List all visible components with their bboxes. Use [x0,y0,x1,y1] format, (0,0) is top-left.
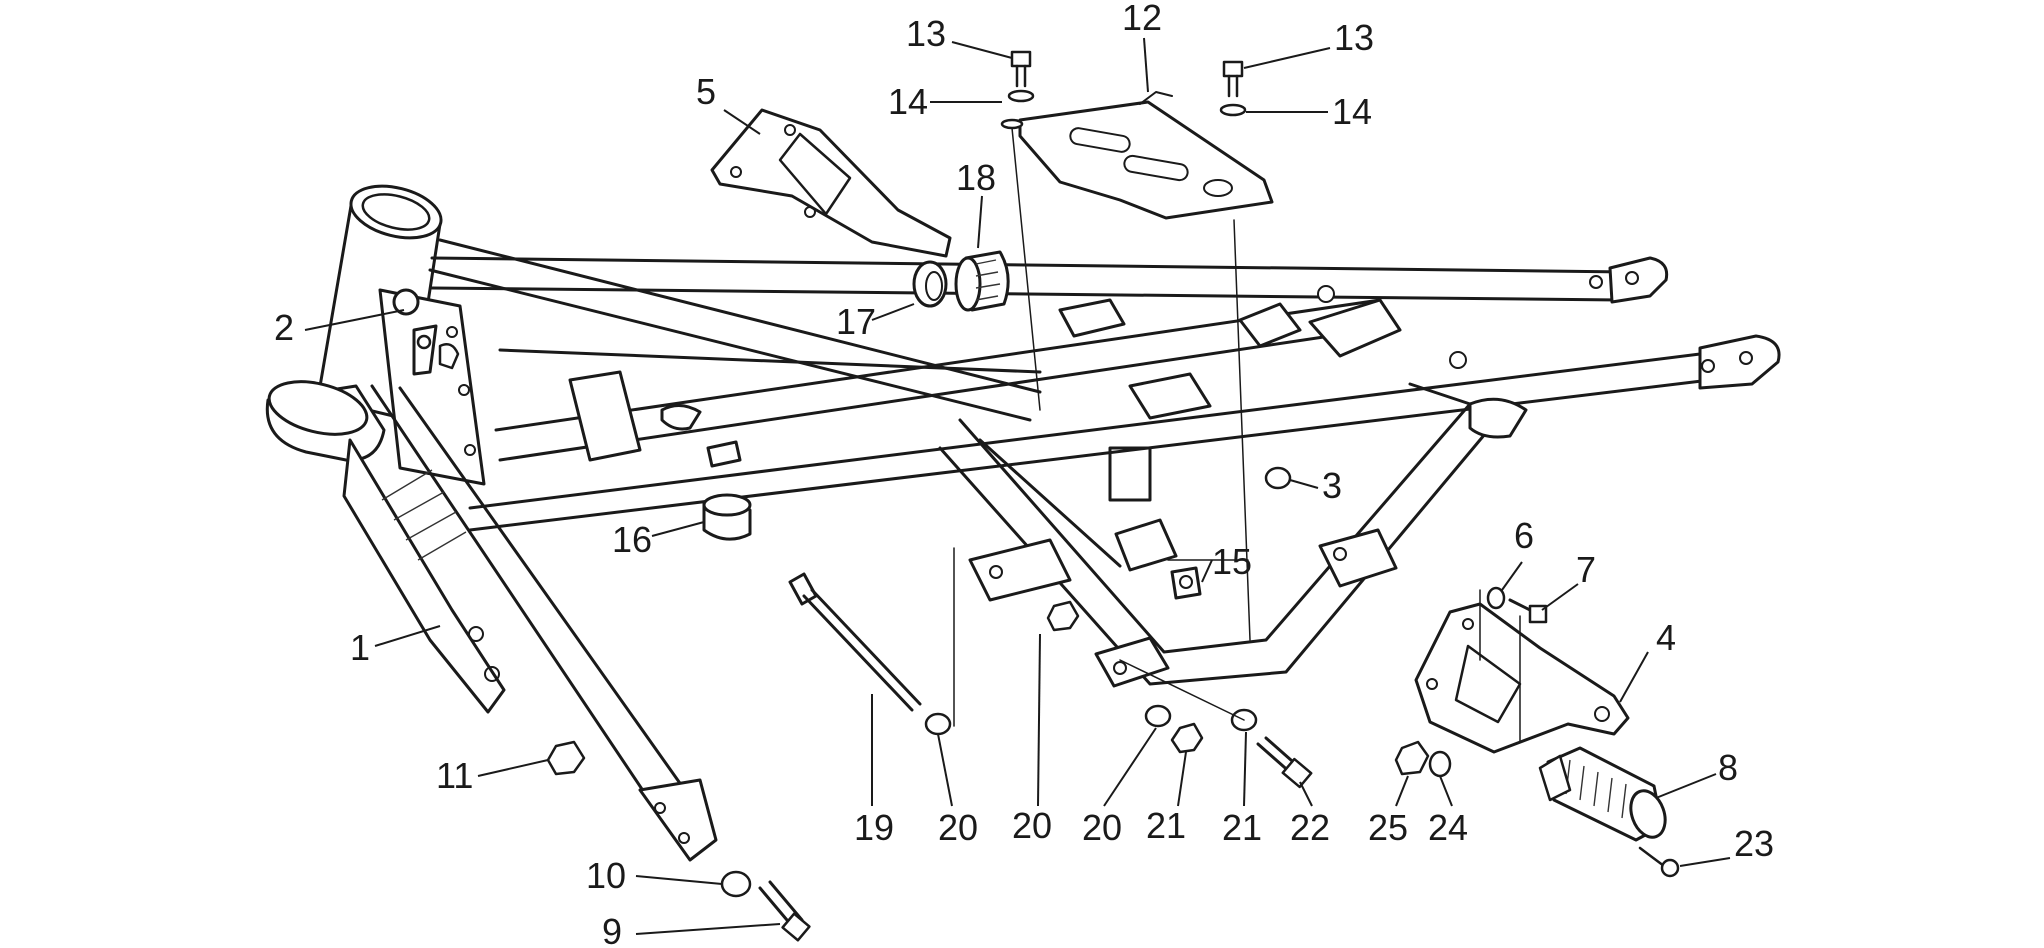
callout-20b: 20 [1082,807,1122,848]
callout-2: 2 [274,307,294,348]
callout-11: 11 [436,755,473,796]
nut-part-3 [1264,466,1292,490]
bolt-7 [1508,598,1548,624]
washer-6 [1486,586,1506,610]
steering-head-tube [265,184,443,462]
ignition-lock-part [392,288,460,376]
bolt-13-right [1219,60,1247,117]
upper-bracket-part [710,108,952,258]
callout-23: 23 [1734,823,1774,864]
bolt-9 [758,880,811,942]
nut-25 [1394,740,1430,776]
callout-16: 16 [612,519,652,560]
callout-21a: 20 [1012,805,1052,846]
callout-14-right: 14 [1332,91,1372,132]
callout-leaders [304,37,1731,935]
bolt-22 [1256,736,1313,789]
callout-9: 9 [602,911,622,948]
callout-18: 18 [956,157,996,198]
callout-24: 24 [1428,807,1468,848]
bolt-13-left [1000,50,1035,130]
rubber-bush-part-18 [954,250,1010,312]
frame-main [265,184,1781,862]
nut-20b [1144,704,1172,728]
callout-1: 1 [350,627,370,668]
nut-part-15 [1170,566,1202,600]
footpeg-part-8 [1538,746,1667,842]
callout-25: 25 [1368,807,1408,848]
callout-17: 17 [836,301,876,342]
callout-20a: 20 [938,807,978,848]
nut-11 [546,740,586,776]
callout-19: 19 [854,807,894,848]
clamp-part-17 [912,260,948,308]
callout-13-left: 13 [906,13,946,54]
callout-labels: 1 2 3 4 5 6 7 8 9 10 11 12 13 13 14 14 1… [274,0,1774,948]
callout-21b: 21 [1146,805,1186,846]
long-bolt-part-19 [788,572,922,712]
callout-8: 8 [1718,747,1738,788]
bush-part-16 [702,493,752,541]
washer-24 [1428,750,1452,778]
rear-bracket-part-4 [1414,602,1630,754]
callout-7: 7 [1576,549,1596,590]
callout-4: 4 [1656,617,1676,658]
callout-10: 10 [586,855,626,896]
callout-12: 12 [1122,0,1162,38]
washer-10 [720,870,752,898]
nut-21a [1046,600,1080,632]
callout-5: 5 [696,71,716,112]
nut-20a [924,712,952,736]
nut-21b [1170,722,1204,754]
callout-3: 3 [1322,465,1342,506]
callout-15: 15 [1212,541,1252,582]
callout-13-right: 13 [1334,17,1374,58]
screw-23 [1638,846,1680,878]
callout-20c: 21 [1222,807,1262,848]
callout-6: 6 [1514,515,1534,556]
callout-22: 22 [1290,807,1330,848]
top-plate-part [1018,91,1274,220]
callout-14-left: 14 [888,81,928,122]
